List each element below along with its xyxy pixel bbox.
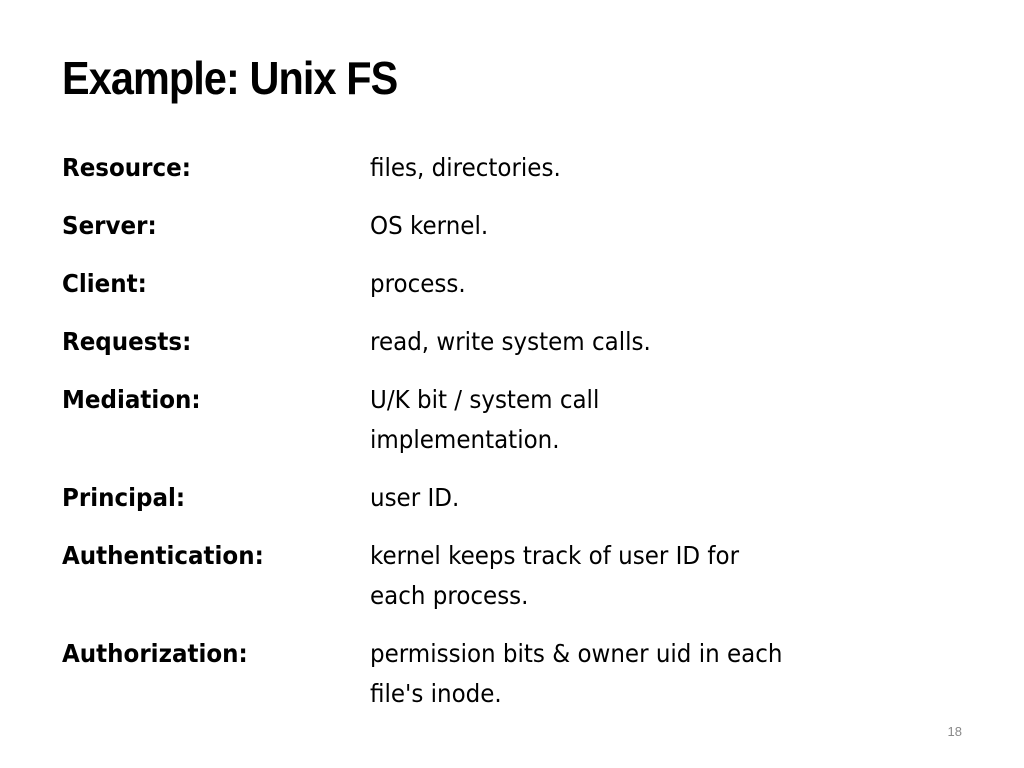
term-description: OS kernel. — [370, 206, 848, 246]
definition-list: Resource: files, directories. Server: OS… — [62, 148, 922, 714]
description-line: file's inode. — [370, 679, 502, 708]
definition-row-requests: Requests: read, write system calls. — [62, 322, 922, 362]
definition-row-server: Server: OS kernel. — [62, 206, 922, 246]
definition-row-mediation: Mediation: U/K bit / system call impleme… — [62, 380, 922, 460]
slide-title: Example: Unix FS — [62, 52, 398, 104]
description-line: OS kernel. — [370, 211, 489, 240]
description-line: U/K bit / system call — [370, 385, 600, 414]
definition-row-resource: Resource: files, directories. — [62, 148, 922, 188]
term-description: U/K bit / system call implementation. — [370, 380, 848, 460]
term-label: Authentication: — [62, 541, 264, 570]
term-description: kernel keeps track of user ID for each p… — [370, 536, 848, 616]
definition-row-authentication: Authentication: kernel keeps track of us… — [62, 536, 922, 616]
term-description: files, directories. — [370, 148, 848, 188]
description-line: files, directories. — [370, 153, 561, 182]
term-label: Mediation: — [62, 385, 201, 414]
term-label: Client: — [62, 269, 147, 298]
definition-row-principal: Principal: user ID. — [62, 478, 922, 518]
definition-row-authorization: Authorization: permission bits & owner u… — [62, 634, 922, 714]
description-line: process. — [370, 269, 466, 298]
description-line: user ID. — [370, 483, 460, 512]
term-label: Requests: — [62, 327, 192, 356]
description-line: implementation. — [370, 425, 560, 454]
term-description: read, write system calls. — [370, 322, 848, 362]
term-description: user ID. — [370, 478, 848, 518]
term-label: Resource: — [62, 153, 191, 182]
slide-number: 18 — [947, 724, 962, 739]
definition-row-client: Client: process. — [62, 264, 922, 304]
term-description: permission bits & owner uid in each file… — [370, 634, 848, 714]
term-label: Principal: — [62, 483, 186, 512]
term-label: Server: — [62, 211, 157, 240]
description-line: each process. — [370, 581, 529, 610]
term-description: process. — [370, 264, 848, 304]
term-label: Authorization: — [62, 639, 248, 668]
description-line: permission bits & owner uid in each — [370, 639, 783, 668]
description-line: kernel keeps track of user ID for — [370, 541, 740, 570]
description-line: read, write system calls. — [370, 327, 651, 356]
